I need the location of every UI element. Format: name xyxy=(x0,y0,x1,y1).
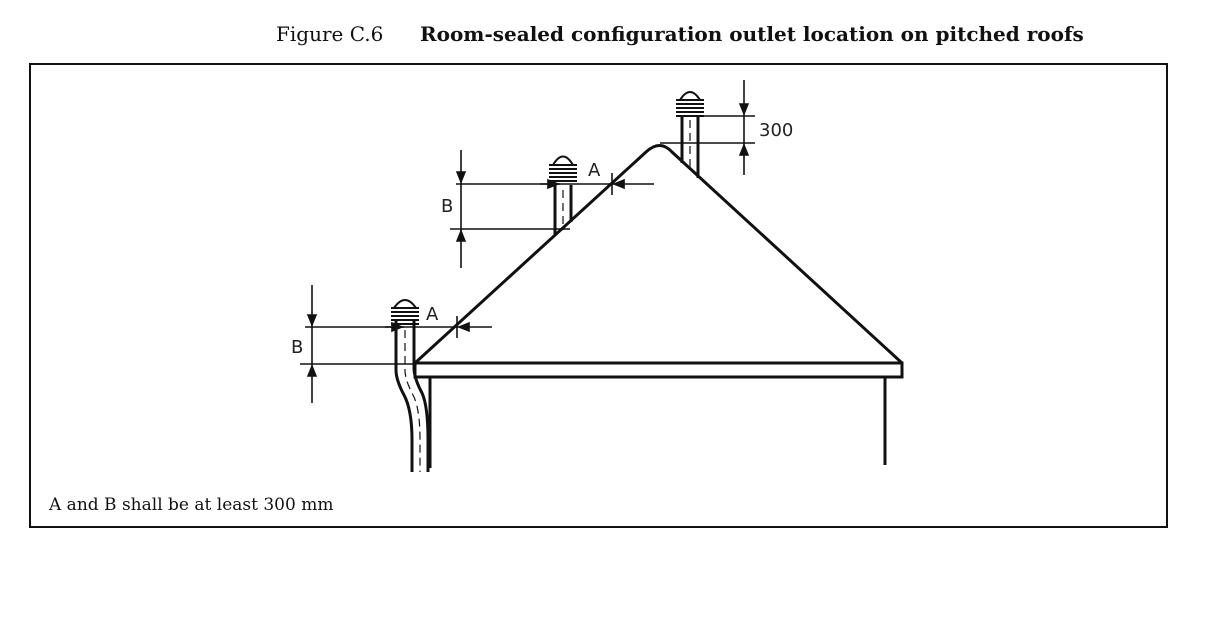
label-b-upper: B xyxy=(441,196,453,217)
ridge-300-dimension xyxy=(660,80,755,175)
label-300: 300 xyxy=(759,120,793,141)
ridge-flue xyxy=(680,116,700,178)
label-a-lower: A xyxy=(426,304,439,325)
lower-a-dimension xyxy=(385,316,492,338)
lower-flue xyxy=(394,320,430,472)
label-b-lower: B xyxy=(291,337,303,358)
figure-number: Figure C.6 xyxy=(276,22,384,46)
upper-a-dimension xyxy=(540,173,654,195)
middle-flue-terminal xyxy=(549,155,577,182)
ridge-flue-terminal xyxy=(676,91,704,117)
roof-outline xyxy=(413,144,904,365)
lower-flue-terminal xyxy=(391,299,419,325)
upper-b-dimension xyxy=(450,150,570,268)
figure-caption: Figure C.6 Room-sealed configuration out… xyxy=(0,20,1208,50)
figure-note: A and B shall be at least 300 mm xyxy=(49,495,334,515)
figure-frame xyxy=(29,63,1168,528)
figure-title: Room-sealed configuration outlet locatio… xyxy=(420,22,1084,46)
label-a-upper: A xyxy=(588,160,601,181)
eave-board xyxy=(413,361,904,379)
middle-flue xyxy=(553,185,573,236)
